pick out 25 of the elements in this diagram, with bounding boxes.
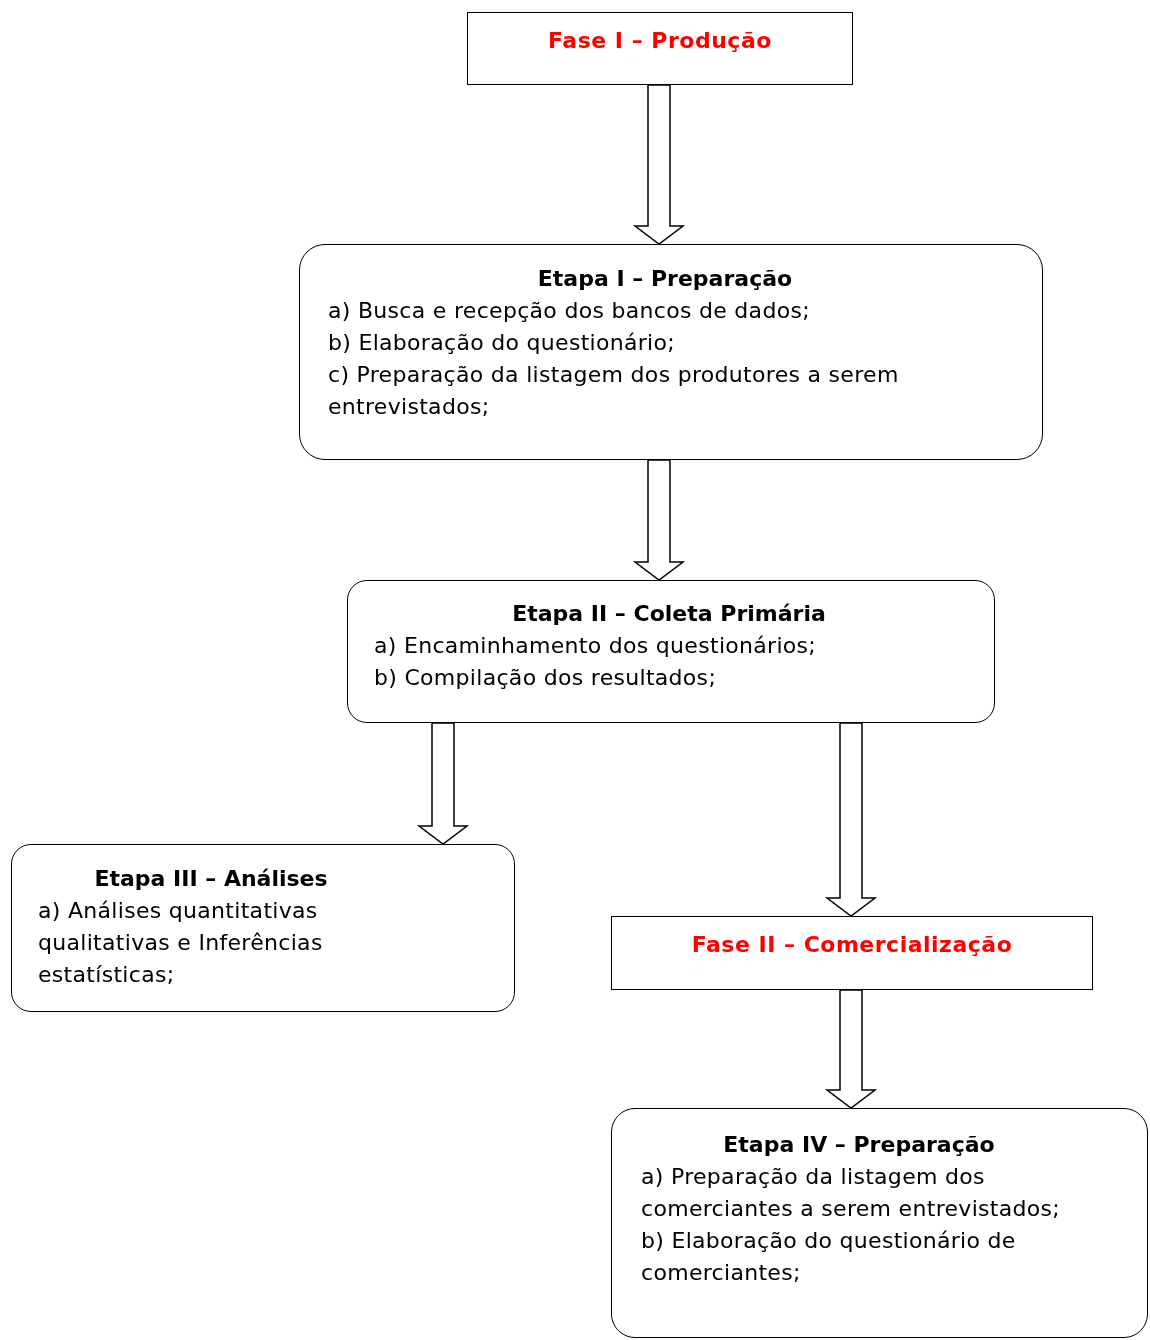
step-item: a) Preparação da listagem dos comerciantes a serem entrevistados; <box>641 1163 1062 1223</box>
block-arrow <box>632 84 686 245</box>
block-arrow <box>416 722 470 845</box>
phase-title: Fase II – Comercialização <box>691 931 1013 959</box>
phase-box <box>611 916 1093 990</box>
step-box <box>611 1108 1148 1338</box>
step-item: a) Análises quantitativas qualitativas e Inferências estatísticas; <box>38 897 324 989</box>
step-item: c) Preparação da listagem dos produtores a serem entrevistados; <box>328 361 900 421</box>
step-item: b) Elaboração do questionário de comerciantes; <box>641 1227 1017 1287</box>
step-item: a) Busca e recepção dos bancos de dados; <box>328 297 811 325</box>
step-box <box>11 844 515 1012</box>
step-box <box>347 580 995 723</box>
step-title: Etapa I – Preparação <box>536 265 794 293</box>
step-title: Etapa II – Coleta Primária <box>511 600 827 628</box>
block-arrow <box>824 989 878 1109</box>
step-item: a) Encaminhamento dos questionários; <box>374 632 818 660</box>
step-title: Etapa III – Análises <box>93 865 329 893</box>
phase-title: Fase I – Produção <box>548 27 772 55</box>
step-box <box>299 244 1043 460</box>
block-arrow <box>824 722 878 917</box>
phase-box <box>467 12 853 85</box>
block-arrow <box>632 459 686 581</box>
step-title: Etapa IV – Preparação <box>722 1131 996 1159</box>
step-item: b) Compilação dos resultados; <box>374 664 718 692</box>
step-item: b) Elaboração do questionário; <box>328 329 676 357</box>
